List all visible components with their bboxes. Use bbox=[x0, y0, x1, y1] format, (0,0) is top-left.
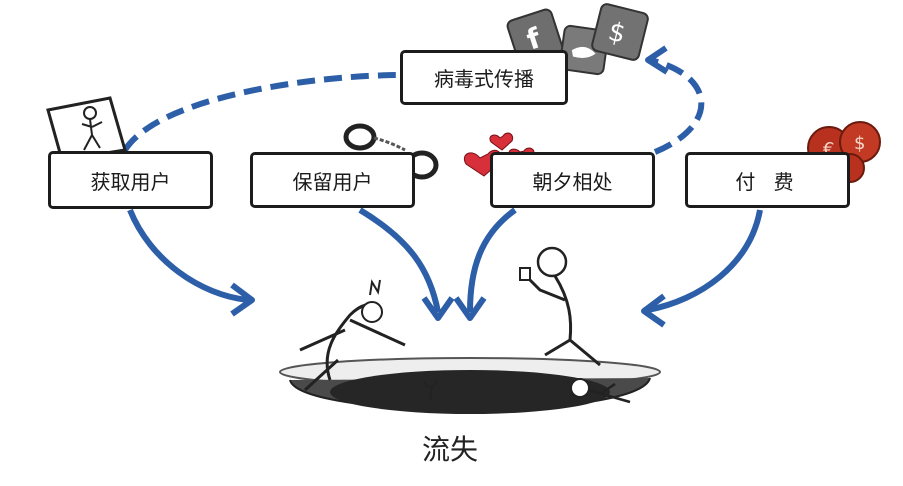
viral-spread-label: 病毒式传播 bbox=[434, 67, 534, 91]
arrow-retain-to-churn bbox=[358, 207, 441, 313]
stage-box-pay: 付 费 bbox=[685, 152, 850, 208]
arrow-engage-to-churn bbox=[467, 207, 517, 313]
viral-loop-dashed-left bbox=[122, 72, 403, 152]
svg-text:$: $ bbox=[605, 17, 628, 50]
arrow-pay-to-churn bbox=[647, 209, 763, 313]
stage-label-engage: 朝夕相处 bbox=[532, 169, 613, 194]
door-figure-icon bbox=[46, 96, 127, 162]
stage-label-acquire-users: 获取用户 bbox=[90, 169, 171, 194]
arrow-acquire-to-churn bbox=[127, 208, 249, 303]
viral-loop-arrowhead bbox=[645, 45, 669, 75]
stage-box-engage: 朝夕相处 bbox=[490, 152, 655, 208]
arrow-pay-head bbox=[641, 293, 666, 328]
svg-text:€: € bbox=[823, 139, 834, 160]
viral-loop-dashed-right bbox=[649, 57, 705, 155]
svg-text:$: $ bbox=[854, 133, 865, 154]
stage-box-retain-users: 保留用户 bbox=[250, 152, 415, 208]
arrow-engage-head bbox=[453, 296, 487, 321]
stage-label-retain-users: 保留用户 bbox=[292, 169, 373, 194]
arrow-acquire-head bbox=[230, 282, 255, 317]
arrow-retain-head bbox=[421, 296, 455, 321]
stage-label-pay: 付 费 bbox=[735, 169, 800, 194]
stage-box-acquire-users: 获取用户 bbox=[48, 151, 213, 209]
churn-label: 流失 bbox=[421, 433, 478, 466]
pit-illustration bbox=[279, 246, 661, 414]
viral-spread-box: 病毒式传播 bbox=[400, 50, 568, 105]
